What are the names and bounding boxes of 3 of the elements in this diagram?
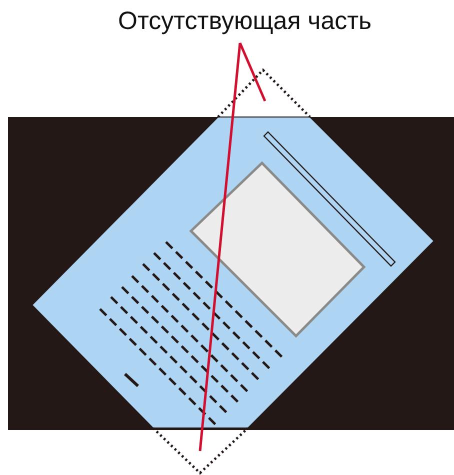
leader-line xyxy=(238,42,266,102)
callout-text: Отсутствующая часть xyxy=(118,6,372,36)
leader-line xyxy=(198,42,242,452)
